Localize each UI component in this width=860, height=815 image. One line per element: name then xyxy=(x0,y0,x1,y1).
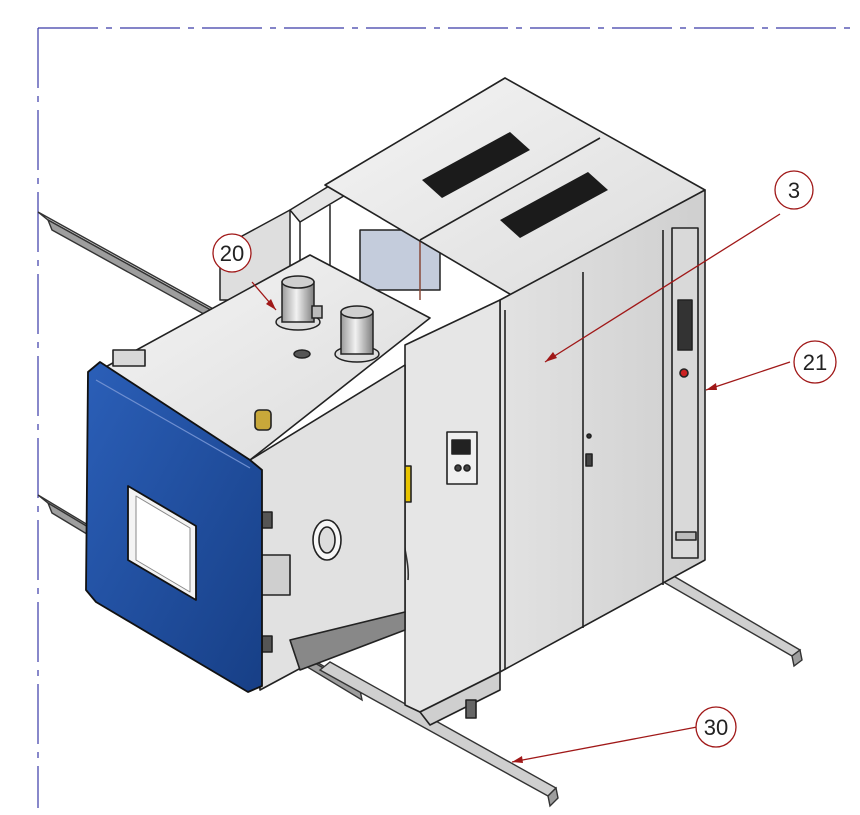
callout-label-21: 21 xyxy=(803,350,827,375)
vent-left xyxy=(422,132,530,198)
machine-cabinet xyxy=(499,189,706,673)
leader-21 xyxy=(705,361,791,391)
callout-label-3: 3 xyxy=(788,178,800,203)
leader-30 xyxy=(511,726,698,763)
balloon-21 xyxy=(793,340,837,384)
balloon-30 xyxy=(695,706,737,748)
side-strip xyxy=(671,227,699,559)
balloon-20 xyxy=(212,233,252,273)
vent-right xyxy=(500,172,608,238)
drawing-frame xyxy=(37,27,858,808)
callout-label-30: 30 xyxy=(704,715,728,740)
callout-label-20: 20 xyxy=(220,241,244,266)
motor-1 xyxy=(275,275,323,331)
callout-30: 30 xyxy=(695,706,737,748)
control-panel xyxy=(392,299,501,726)
balloon-3 xyxy=(774,170,814,210)
leader-arrows xyxy=(266,299,717,763)
motor-2 xyxy=(334,305,380,363)
lid-motors xyxy=(275,275,380,363)
leader-3 xyxy=(544,213,781,363)
callout-20: 20 xyxy=(212,233,252,273)
callout-3: 3 xyxy=(774,170,814,210)
callout-21: 21 xyxy=(793,340,837,384)
chamber-door xyxy=(85,361,263,693)
rail-right xyxy=(658,573,802,657)
